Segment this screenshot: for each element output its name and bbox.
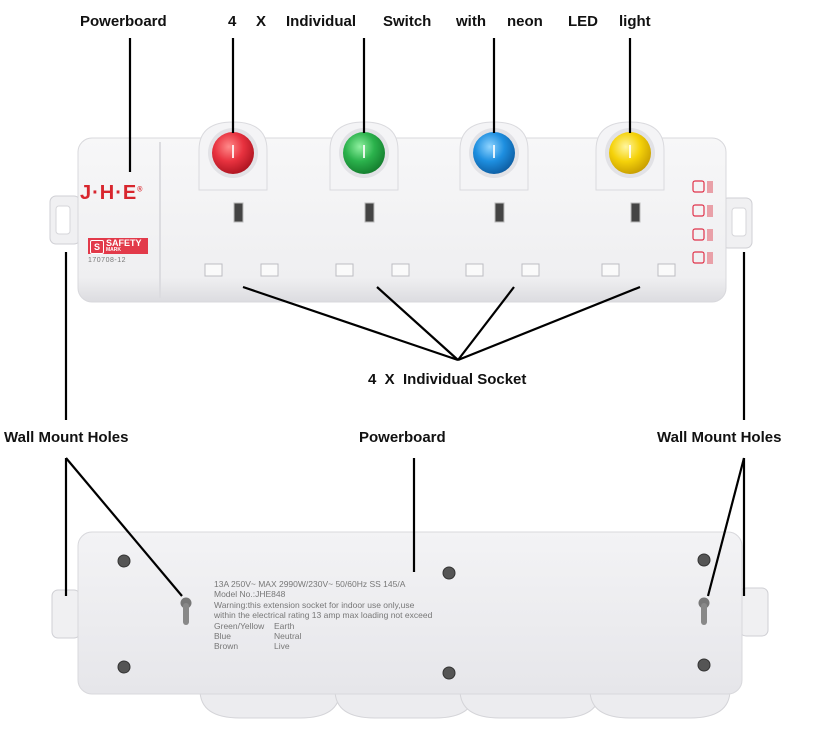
label-powerboard-top: Powerboard — [80, 13, 167, 30]
live-slot — [335, 263, 354, 277]
earth-slot — [630, 202, 641, 223]
earth-slot — [494, 202, 505, 223]
earth-slot — [233, 202, 244, 223]
spec-label: 13A 250V~ MAX 2990W/230V~ 50/60Hz SS 145… — [214, 579, 454, 652]
screws — [117, 553, 711, 680]
neutral-slot — [391, 263, 410, 277]
brand-logo: J·H·E® — [80, 182, 144, 204]
back-powerboard — [51, 531, 769, 719]
label-switch-word: Switch — [383, 13, 432, 30]
neutral-slot — [521, 263, 540, 277]
label-switch-word: light — [619, 13, 651, 30]
cert-number: 170708-12 — [88, 257, 126, 264]
spec-line-model: Model No.:JHE848 — [214, 589, 286, 600]
module-1 — [198, 121, 279, 277]
module-2 — [329, 121, 410, 277]
live-slot — [204, 263, 223, 277]
keyhole-right — [698, 597, 710, 625]
earth-slot — [364, 202, 375, 223]
label-switch-word: Individual — [286, 13, 357, 30]
label-switch-word: 4 — [228, 13, 237, 30]
label-powerboard-bottom: Powerboard — [359, 429, 446, 446]
safety-s-icon: S — [90, 240, 104, 254]
label-socket: 4 X Individual Socket — [368, 371, 527, 388]
module-4 — [595, 121, 676, 277]
indicator-icons — [692, 180, 705, 264]
back-board-body — [77, 531, 743, 695]
label-switch-word: with — [456, 13, 486, 30]
label-switch-word: X — [256, 13, 267, 30]
leader-lines — [64, 38, 746, 597]
spec-line-warning: Warning:this extension socket for indoor… — [214, 599, 415, 610]
live-slot — [465, 263, 484, 277]
keyhole-left — [180, 597, 192, 625]
label-wall-mount-left: Wall Mount Holes — [4, 429, 129, 446]
neutral-slot — [657, 263, 676, 277]
spec-line-rating: 13A 250V~ MAX 2990W/230V~ 50/60Hz SS 145… — [214, 579, 406, 589]
spec-line-warning-2: within the electrical rating 13 amp max … — [214, 610, 433, 621]
live-slot — [601, 263, 620, 277]
label-wall-mount-right: Wall Mount Holes — [657, 429, 782, 446]
neutral-slot — [260, 263, 279, 277]
label-switch-word: LED — [568, 13, 598, 30]
label-switch-word: neon — [507, 13, 543, 30]
back-left-tab — [51, 589, 81, 639]
module-3 — [459, 121, 540, 277]
